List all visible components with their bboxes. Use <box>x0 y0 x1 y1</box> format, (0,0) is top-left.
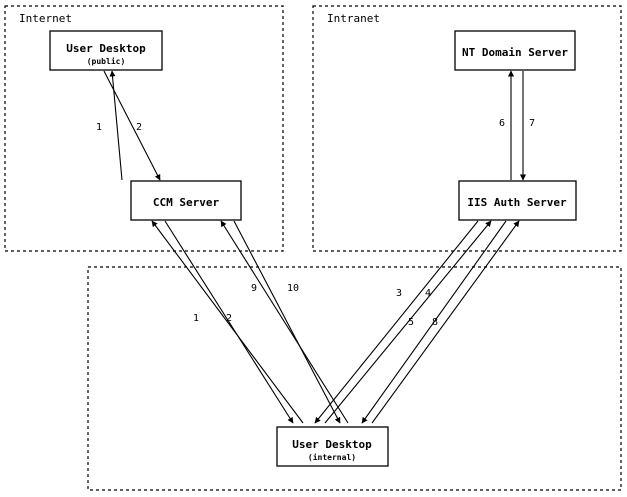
node-nt-domain-server[interactable]: NT Domain Server <box>454 30 576 71</box>
node-ccm-server-title: CCM Server <box>153 196 220 209</box>
zone-internal-boundary <box>87 266 622 491</box>
flow-ccm-internal-left <box>151 220 304 424</box>
node-iis-auth-server-title: IIS Auth Server <box>467 196 567 209</box>
edge-label-step-2-public: 2 <box>136 122 142 133</box>
zone-intranet-label: Intranet <box>327 12 380 25</box>
node-ccm-server[interactable]: CCM Server <box>130 180 242 221</box>
flow-iis-internal-outer <box>314 220 492 424</box>
edge-label-step-2-internal: 2 <box>226 313 232 324</box>
flow-iis-internal-inner <box>361 220 520 424</box>
edge-label-step-10: 10 <box>287 283 299 294</box>
flow-iis-ntdomain <box>507 70 527 181</box>
node-user-desktop-internal-subtitle: (internal) <box>308 452 356 462</box>
edge-label-step-5: 5 <box>408 317 414 328</box>
node-user-desktop-public-title: User Desktop <box>66 42 146 55</box>
edge-label-step-6: 6 <box>499 118 505 129</box>
edge-label-step-8: 8 <box>432 317 438 328</box>
flow-public-desktop-ccm <box>103 70 161 181</box>
edge-label-step-7: 7 <box>529 118 535 129</box>
node-user-desktop-public-subtitle: (public) <box>87 56 126 66</box>
zone-internet-label: Internet <box>19 12 72 25</box>
edge-label-step-1-public: 1 <box>96 122 102 133</box>
edge-label-step-9: 9 <box>251 283 257 294</box>
node-iis-auth-server[interactable]: IIS Auth Server <box>458 180 577 221</box>
edge-label-step-3: 3 <box>396 288 402 299</box>
edge-label-step-1-internal: 1 <box>193 313 199 324</box>
zone-internet-boundary <box>4 5 284 252</box>
node-nt-domain-server-title: NT Domain Server <box>462 46 568 59</box>
node-user-desktop-internal[interactable]: User Desktop (internal) <box>276 426 389 467</box>
node-user-desktop-internal-title: User Desktop <box>292 438 372 451</box>
node-user-desktop-public[interactable]: User Desktop (public) <box>49 30 163 71</box>
edge-label-step-4: 4 <box>425 288 431 299</box>
flow-ccm-internal-right <box>220 220 349 424</box>
